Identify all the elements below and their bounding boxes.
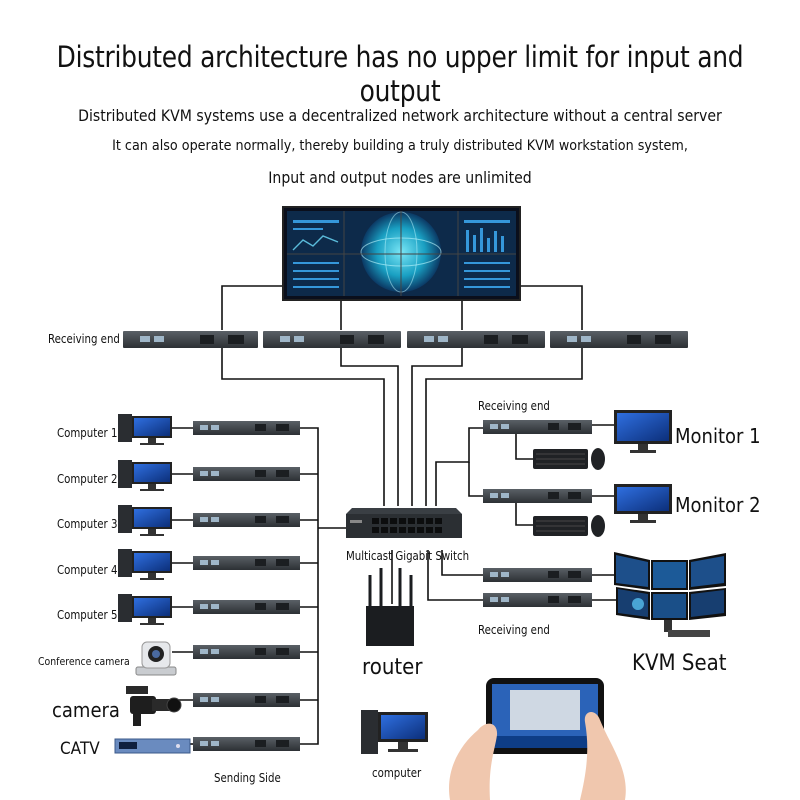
- subtitle-line-1: Distributed KVM systems use a decentrali…: [78, 106, 722, 125]
- tablet-icon: [486, 678, 604, 754]
- monitor-2-label: Monitor 2: [675, 493, 761, 517]
- computer-icon: [118, 594, 172, 625]
- receiving-end-label-right-bottom: Receiving end: [478, 623, 550, 637]
- kvm-seat-monitors-icon: [614, 552, 726, 637]
- source-label-computer-4: Computer 4: [57, 563, 118, 577]
- source-label-camera: camera: [52, 698, 120, 722]
- keyboard-icon: [533, 449, 588, 469]
- source-label-computer-2: Computer 2: [57, 472, 118, 486]
- receiving-end-label-right-top: Receiving end: [478, 399, 550, 413]
- monitor-1-icon: [614, 410, 672, 453]
- computer-icon: [361, 710, 428, 754]
- conference-camera-icon: [135, 641, 177, 676]
- sending-side-label: Sending Side: [214, 771, 281, 785]
- computer-icon: [118, 505, 172, 536]
- hand-icon: [449, 711, 626, 800]
- subtitle-line-2: It can also operate normally, thereby bu…: [112, 138, 688, 154]
- right-receivers: [483, 420, 592, 607]
- computer-label: computer: [372, 766, 422, 780]
- connection-lines: [172, 285, 620, 745]
- receiver-box: [263, 331, 401, 348]
- subtitle-line-3: Input and output nodes are unlimited: [268, 168, 532, 187]
- source-label-computer-5: Computer 5: [57, 608, 118, 622]
- mouse-icon: [591, 515, 605, 537]
- computer-icon: [118, 549, 172, 580]
- receiver-box: [550, 331, 688, 348]
- switch-icon: [346, 508, 462, 538]
- video-wall: [282, 206, 521, 301]
- receiver-box: [123, 331, 258, 348]
- receiver-box: [407, 331, 545, 348]
- camcorder-icon: [126, 686, 182, 726]
- kvm-seat-label: KVM Seat: [632, 651, 727, 676]
- source-label-conference-camera: Conference camera: [38, 655, 130, 668]
- router-icon: [366, 568, 414, 646]
- top-receivers: [123, 331, 688, 348]
- sending-boxes: [193, 421, 300, 751]
- computer-icon: [118, 460, 172, 491]
- page-title: Distributed architecture has no upper li…: [56, 40, 744, 108]
- monitor-2-icon: [614, 484, 672, 523]
- mouse-icon: [591, 448, 605, 470]
- catv-box-icon: [114, 738, 191, 754]
- switch-label: Multicast Gigabit Switch: [346, 549, 470, 563]
- computer-icons: [118, 414, 172, 625]
- source-label-computer-1: Computer 1: [57, 426, 118, 440]
- monitor-1-label: Monitor 1: [675, 424, 761, 448]
- keyboard-icon: [533, 516, 588, 536]
- source-label-computer-3: Computer 3: [57, 517, 118, 531]
- computer-icon: [118, 414, 172, 445]
- source-label-catv: CATV: [60, 739, 100, 759]
- router-label: router: [362, 655, 423, 680]
- receiving-end-label-top: Receiving end: [48, 332, 120, 346]
